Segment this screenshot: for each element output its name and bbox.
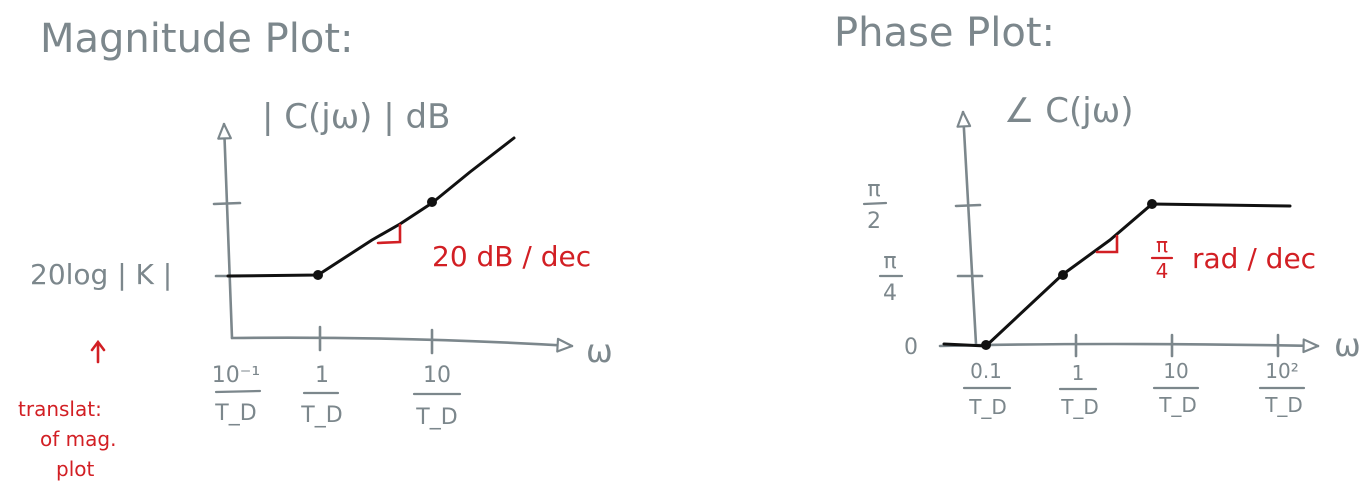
phase-plot-title: Phase Plot: [834, 10, 1055, 56]
svg-text:2: 2 [867, 209, 881, 234]
side-note-line-2: of mag. [40, 427, 116, 451]
phase-slope-annotation: rad / dec [1192, 242, 1316, 275]
phase-x-axis-label: ω [1334, 326, 1361, 364]
svg-text:4: 4 [883, 281, 897, 306]
svg-text:π: π [1156, 233, 1168, 257]
svg-text:10: 10 [1163, 359, 1188, 383]
up-arrow-head-icon [90, 339, 106, 352]
svg-text:T_D: T_D [415, 405, 457, 430]
phase-corner-point [1058, 270, 1068, 280]
svg-text:T_D: T_D [1060, 395, 1099, 419]
svg-text:10⁻¹: 10⁻¹ [212, 363, 260, 388]
side-note-line-1: translat: [18, 397, 102, 421]
svg-text:0.1: 0.1 [970, 359, 1002, 383]
magnitude-plot-title: Magnitude Plot: [40, 16, 354, 62]
phase-corner-point [981, 340, 991, 350]
phase-y-axis-label: ∠ C(jω) [1004, 91, 1133, 131]
side-note-line-3: plot [56, 457, 94, 481]
svg-text:1: 1 [315, 363, 329, 388]
magnitude-x-axis-label: ω [586, 332, 613, 370]
svg-text:1: 1 [1072, 361, 1085, 385]
phase-x-tick-label-1: 1 T_D [1058, 361, 1099, 419]
phase-curve [942, 202, 1292, 348]
magnitude-x-tick-label-1: 1 T_D [300, 363, 342, 428]
phase-x-tick-label-0: 0.1 T_D [962, 359, 1012, 419]
magnitude-y-axis-label: | C(jω) | dB [262, 97, 450, 137]
svg-text:T_D: T_D [300, 403, 342, 428]
svg-text:10²: 10² [1265, 359, 1298, 383]
magnitude-plot: Magnitude Plot: | C(jω) | dB ω 20log | K… [18, 16, 613, 481]
phase-slope-fraction: π 4 [1150, 233, 1174, 283]
phase-origin-label: 0 [904, 335, 918, 360]
phase-corner-point [1147, 199, 1157, 209]
svg-text:10: 10 [423, 363, 451, 388]
magnitude-corner-point [427, 197, 437, 207]
magnitude-y-axis [217, 122, 234, 340]
svg-text:T_D: T_D [214, 401, 256, 426]
svg-text:T_D: T_D [968, 395, 1007, 419]
phase-x-axis [938, 338, 1320, 354]
phase-x-tick-label-3: 10² T_D [1258, 359, 1306, 417]
magnitude-x-axis [230, 336, 574, 353]
svg-text:π: π [883, 249, 896, 274]
phase-y-tick-label-1: π 4 [878, 249, 904, 306]
magnitude-y-tick-label: 20log | K | [30, 258, 172, 291]
magnitude-y-tick [212, 201, 242, 206]
svg-text:T_D: T_D [1158, 393, 1197, 417]
phase-y-tick [954, 203, 982, 208]
magnitude-corner-point [313, 270, 323, 280]
phase-plot: Phase Plot: ∠ C(jω) ω π 2 π 4 0 0.1 T_D [834, 10, 1361, 419]
magnitude-slope-annotation: 20 dB / dec [432, 240, 591, 273]
svg-text:T_D: T_D [1264, 393, 1303, 417]
phase-y-tick-label-0: π 2 [862, 177, 888, 234]
magnitude-slope-marker [376, 223, 402, 245]
magnitude-x-tick-label-0: 10⁻¹ T_D [212, 363, 262, 426]
svg-text:π: π [867, 177, 880, 202]
phase-slope-marker [1095, 234, 1119, 254]
phase-x-tick-label-2: 10 T_D [1152, 359, 1200, 417]
svg-text:4: 4 [1156, 259, 1169, 283]
phase-y-axis [956, 110, 978, 346]
magnitude-x-tick-label-2: 10 T_D [412, 363, 462, 430]
